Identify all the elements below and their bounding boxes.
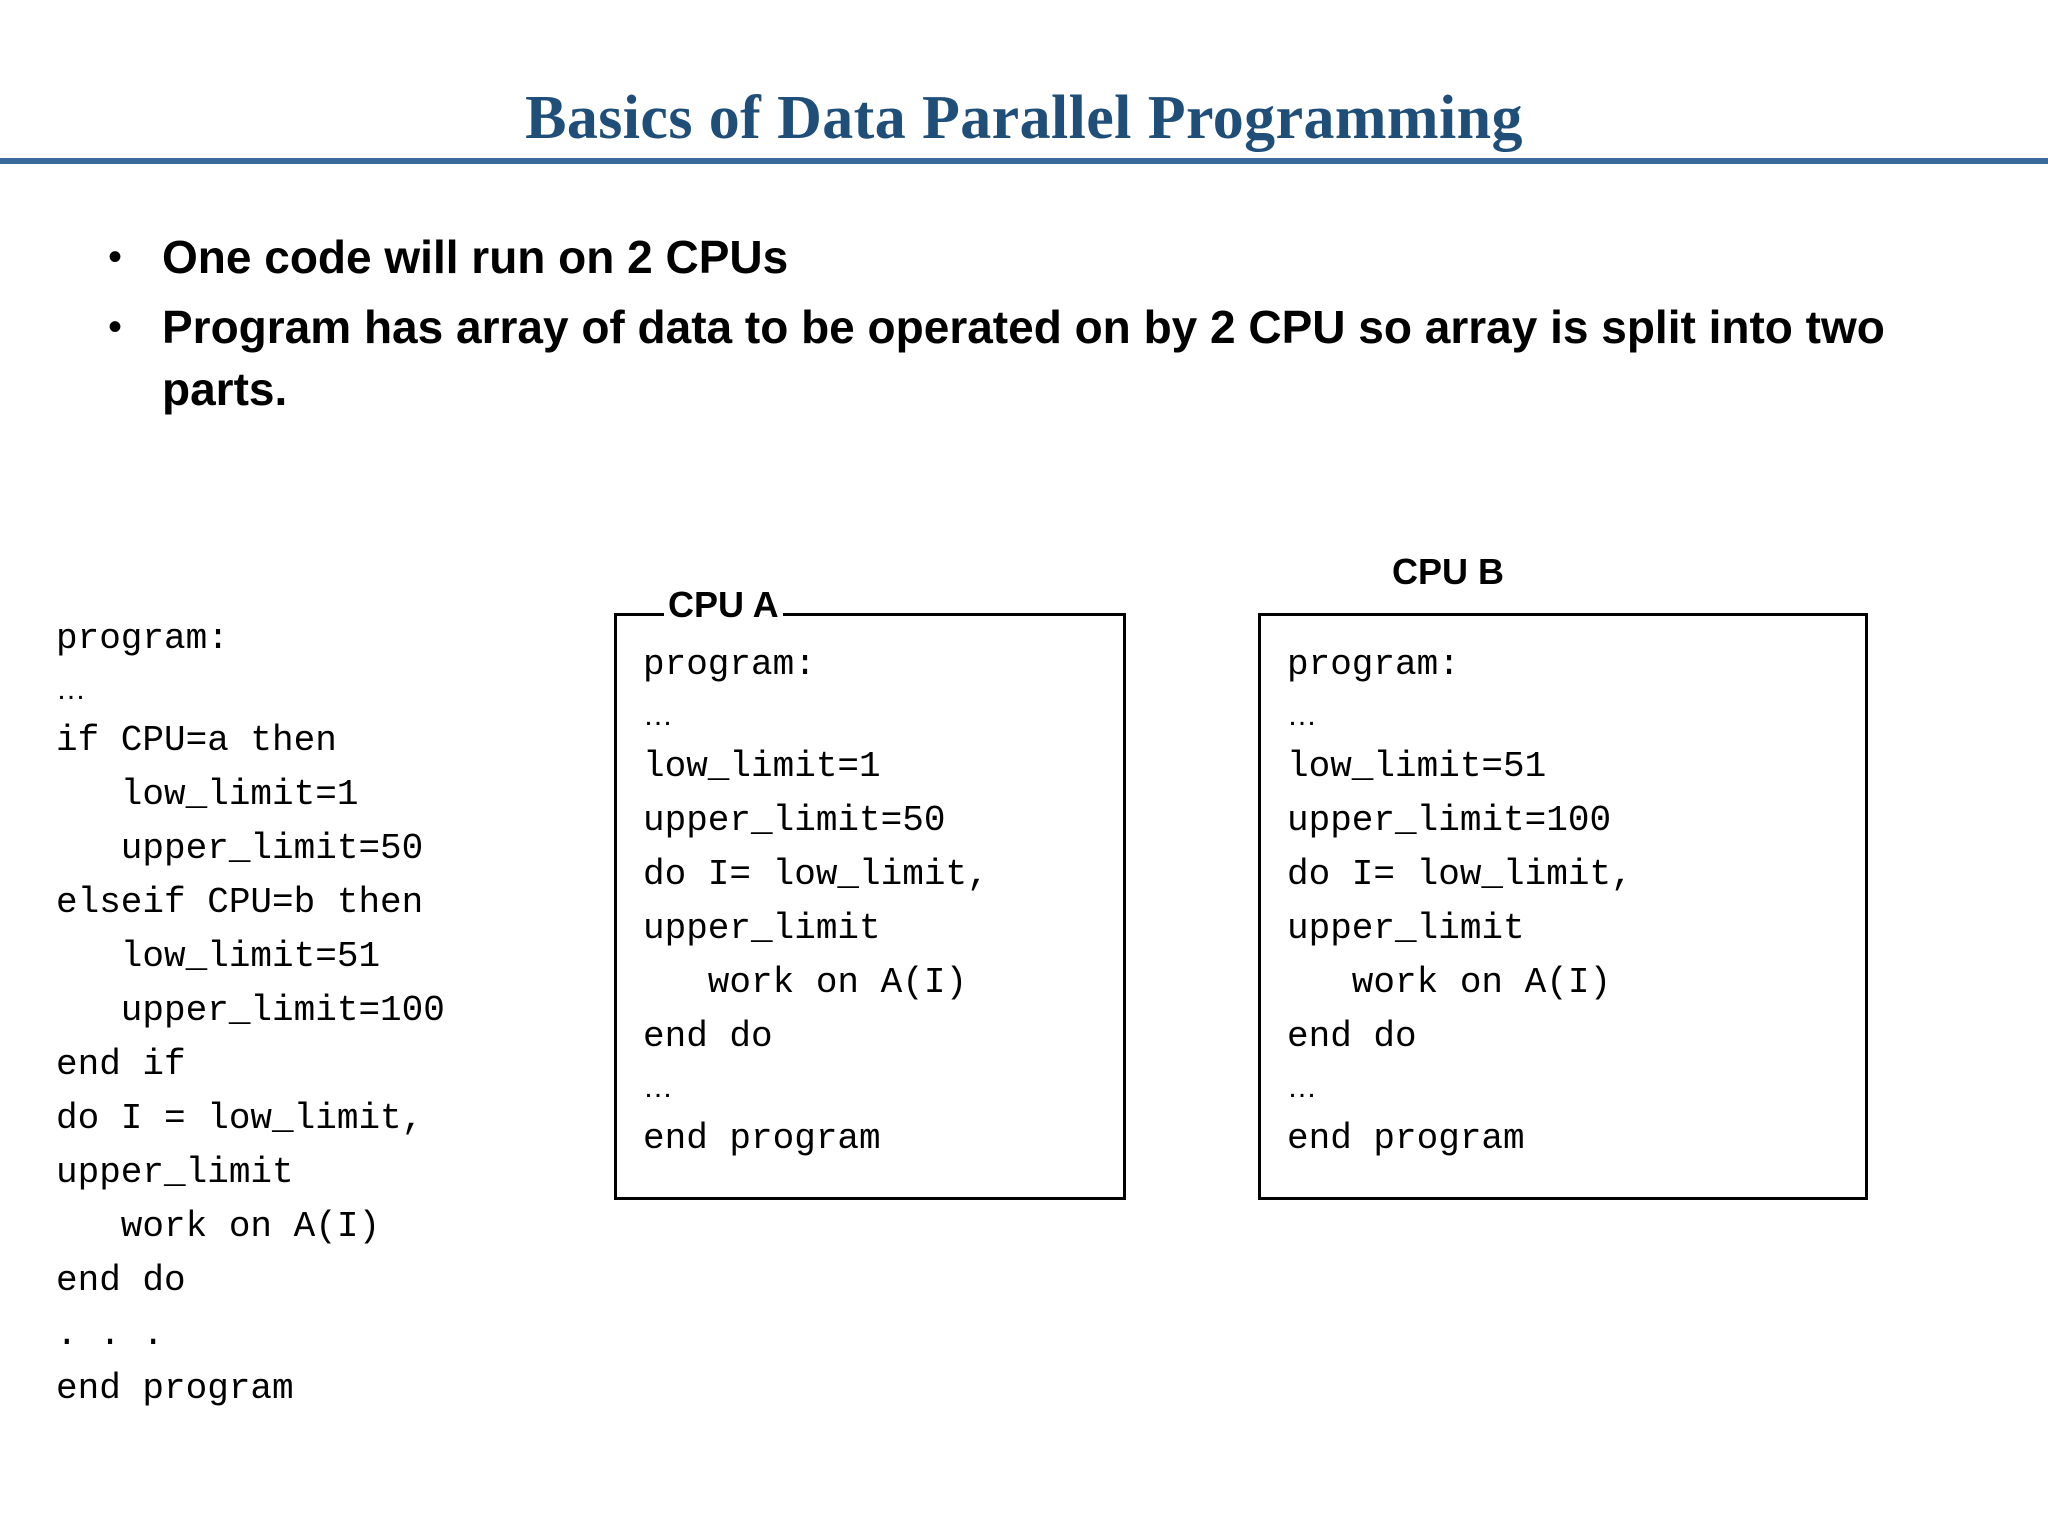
code-line-ellipsis: …: [643, 1071, 675, 1104]
code-line: upper_limit: [643, 908, 881, 949]
code-line: end if: [56, 1044, 186, 1085]
code-line-ellipsis: …: [1287, 1071, 1319, 1104]
list-item: • Program has array of data to be operat…: [96, 296, 1976, 420]
cpu-a-panel: program: … low_limit=1 upper_limit=50 do…: [614, 613, 1126, 1200]
cpu-b-code: program: … low_limit=51 upper_limit=100 …: [1287, 638, 1633, 1166]
code-line-ellipsis: . . .: [56, 1314, 165, 1355]
code-line: upper_limit=100: [56, 990, 445, 1031]
code-line: end do: [56, 1260, 186, 1301]
code-line: upper_limit: [56, 1152, 294, 1193]
bullet-text-2: Program has array of data to be operated…: [162, 301, 1885, 415]
bullet-list: • One code will run on 2 CPUs • Program …: [96, 226, 1976, 428]
title-divider: [0, 158, 2048, 164]
code-line-ellipsis: …: [1287, 699, 1319, 732]
code-line: upper_limit=50: [56, 828, 424, 869]
cpu-a-code: program: … low_limit=1 upper_limit=50 do…: [643, 638, 989, 1166]
unified-program-code: program: … if CPU=a then low_limit=1 upp…: [56, 612, 445, 1416]
code-line: low_limit=51: [56, 936, 381, 977]
code-line: end program: [643, 1118, 881, 1159]
code-line: upper_limit=100: [1287, 800, 1612, 841]
code-line: low_limit=1: [643, 746, 881, 787]
code-line: work on A(I): [643, 962, 968, 1003]
cpu-b-panel: program: … low_limit=51 upper_limit=100 …: [1258, 613, 1868, 1200]
code-line: end program: [1287, 1118, 1525, 1159]
bullet-text-1: One code will run on 2 CPUs: [162, 231, 789, 283]
code-line-ellipsis: …: [56, 673, 88, 706]
code-line: low_limit=1: [56, 774, 359, 815]
page-title: Basics of Data Parallel Programming: [525, 84, 1523, 152]
cpu-b-label: CPU B: [1388, 552, 1509, 592]
code-line: program:: [1287, 644, 1460, 685]
code-line: work on A(I): [56, 1206, 381, 1247]
code-line: elseif CPU=b then: [56, 882, 424, 923]
bullet-marker-icon: •: [108, 235, 123, 279]
code-line: do I= low_limit,: [643, 854, 989, 895]
code-line: if CPU=a then: [56, 720, 337, 761]
code-line: upper_limit: [1287, 908, 1525, 949]
code-line: upper_limit=50: [643, 800, 946, 841]
code-line: end do: [1287, 1016, 1417, 1057]
code-line: program:: [643, 644, 816, 685]
code-line: program:: [56, 618, 229, 659]
code-line: low_limit=51: [1287, 746, 1547, 787]
code-line-ellipsis: …: [643, 699, 675, 732]
code-line: end do: [643, 1016, 773, 1057]
code-line: do I = low_limit,: [56, 1098, 424, 1139]
code-line: work on A(I): [1287, 962, 1612, 1003]
code-line: end program: [56, 1368, 294, 1409]
bullet-marker-icon: •: [108, 305, 123, 349]
list-item: • One code will run on 2 CPUs: [96, 226, 1976, 288]
code-line: do I= low_limit,: [1287, 854, 1633, 895]
cpu-a-label: CPU A: [664, 585, 783, 625]
